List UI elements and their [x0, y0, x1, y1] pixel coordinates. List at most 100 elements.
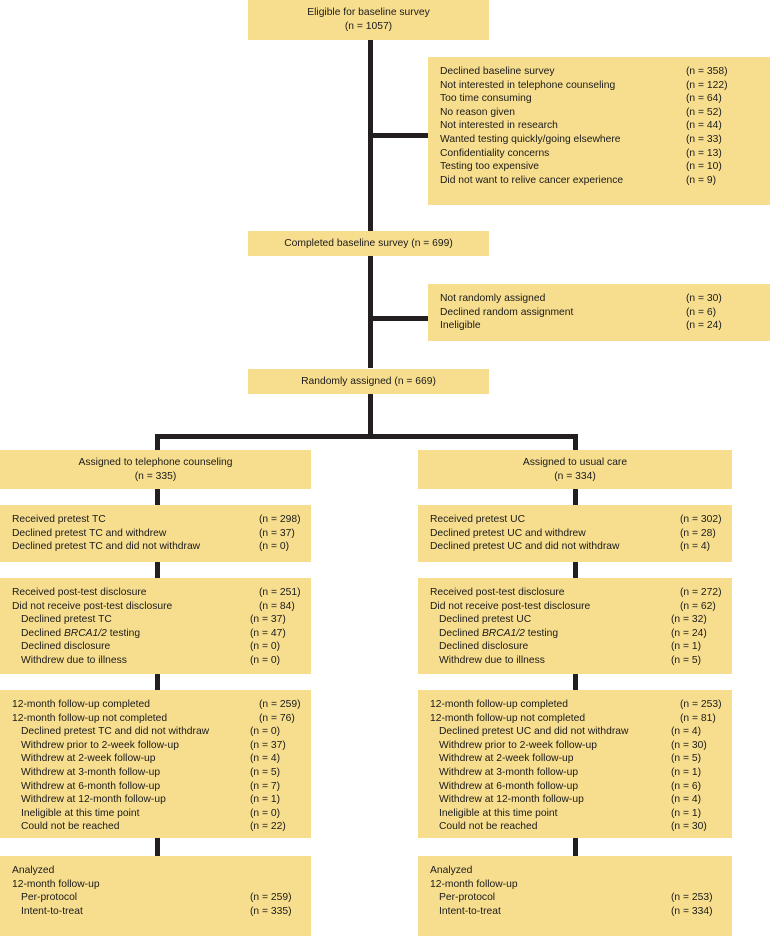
- flow-row-label: Could not be reached: [439, 821, 538, 833]
- flow-row: Did not receive post-test disclosure(n =…: [12, 600, 301, 614]
- flow-row-label: Wanted testing quickly/going elsewhere: [440, 133, 621, 145]
- flow-row-count: (n = 259): [259, 699, 301, 710]
- flow-row-label: Withdrew at 6-month follow-up: [439, 780, 579, 792]
- box-right-assigned-usual-care: Assigned to usual care (n = 334): [418, 450, 732, 489]
- flow-row: Withdrew at 3-month follow-up(n = 1): [430, 766, 722, 780]
- eligible-count: (n = 1057): [344, 21, 393, 32]
- flow-row: Declined pretest UC and withdrew(n = 28): [430, 527, 722, 541]
- flow-row-count: (n = 1): [671, 641, 702, 653]
- flow-row-label: Declined pretest UC and did not withdraw: [430, 541, 620, 553]
- flow-row-count: (n = 33): [686, 133, 722, 145]
- flow-row-label: Not interested in research: [440, 120, 558, 132]
- completed-baseline-label: Completed baseline survey (n = 699): [284, 237, 453, 249]
- flow-row-label: Declined pretest TC and withdrew: [12, 527, 167, 539]
- connector-left-pretest-to-disclosure: [155, 562, 160, 578]
- flow-row-label: 12-month follow-up completed: [430, 699, 568, 710]
- flow-row: Not interested in research(n = 44): [440, 119, 760, 133]
- flow-row-label: Declined pretest TC: [21, 614, 112, 626]
- flow-row-count: (n = 253): [680, 699, 722, 710]
- flow-row-count: (n = 76): [259, 712, 295, 724]
- flow-row-count: (n = 5): [250, 766, 281, 778]
- flow-row-label: Declined disclosure: [439, 641, 529, 653]
- connector-randomized-down: [368, 394, 373, 438]
- flow-row-label: Per-protocol: [439, 892, 496, 904]
- flow-row-label: Withdrew due to illness: [21, 654, 127, 666]
- flow-row: Per-protocol(n = 253): [430, 891, 722, 905]
- flow-row-label: Declined pretest TC and did not withdraw: [21, 726, 210, 738]
- left-header-count: (n = 335): [134, 470, 177, 482]
- flow-row-label: Received post-test disclosure: [12, 587, 147, 598]
- flow-row-count: (n = 64): [686, 93, 722, 105]
- flow-row-count: (n = 334): [671, 905, 713, 917]
- flow-row: Declined BRCA1/2 testing(n = 24): [430, 627, 722, 641]
- flow-row-count: (n = 1): [250, 794, 281, 806]
- flow-row: Withdrew prior to 2-week follow-up(n = 3…: [430, 739, 722, 753]
- box-completed-baseline-survey: Completed baseline survey (n = 699): [248, 231, 489, 256]
- flow-row: Ineligible(n = 24): [440, 319, 760, 333]
- flow-row: 12-month follow-up not completed(n = 81): [430, 712, 722, 726]
- flow-row-label: Declined random assignment: [440, 306, 574, 318]
- flow-row: Withdrew at 6-month follow-up(n = 7): [12, 780, 301, 794]
- flow-row-count: (n = 9): [686, 174, 717, 186]
- flow-row: Declined random assignment(n = 6): [440, 306, 760, 320]
- connector-left-followup-to-analyzed: [155, 838, 160, 856]
- flow-row-count: (n = 0): [259, 541, 290, 553]
- flow-row-label: Confidentiality concerns: [440, 147, 550, 159]
- box-declined-baseline-survey: Declined baseline survey(n = 358)Not int…: [428, 57, 770, 205]
- box-not-randomly-assigned: Not randomly assigned(n = 30)Declined ra…: [428, 284, 770, 341]
- flow-row: Declined baseline survey(n = 358): [440, 65, 760, 79]
- connector-right-disclosure-to-followup: [573, 674, 578, 690]
- flow-row-count: (n = 122): [686, 79, 728, 91]
- flow-row-count: (n = 0): [250, 726, 281, 738]
- flow-row-count: (n = 37): [259, 527, 295, 539]
- flow-row-label: Withdrew prior to 2-week follow-up: [439, 739, 597, 751]
- flow-row-label: Declined pretest UC and withdrew: [430, 527, 586, 539]
- flow-row: Wanted testing quickly/going elsewhere (n…: [440, 133, 760, 147]
- flow-row-label: Did not want to relive cancer experience: [440, 174, 624, 186]
- flow-row: Withdrew at 2-week follow-up(n = 5): [430, 752, 722, 766]
- flow-row-label: Did not receive post-test disclosure: [12, 600, 173, 612]
- flow-row-count: (n = 62): [680, 600, 716, 612]
- flow-row: 12-month follow-up: [12, 878, 301, 892]
- flow-row-label: Withdrew at 2-week follow-up: [21, 753, 156, 765]
- right-header-count: (n = 334): [554, 470, 596, 482]
- flow-row-label: Withdrew at 12-month follow-up: [21, 794, 166, 806]
- flow-row-count: (n = 0): [250, 807, 281, 819]
- flow-row-label: Analyzed: [430, 865, 473, 876]
- flow-row-count: (n = 272): [680, 587, 722, 598]
- connector-stub-declined-baseline: [368, 133, 428, 138]
- flow-row: Declined pretest TC(n = 37): [12, 613, 301, 627]
- flow-row-count: (n = 1): [671, 766, 702, 778]
- flow-row-label: Declined disclosure: [21, 641, 111, 653]
- flow-row: Not interested in telephone counseling (n…: [440, 79, 760, 93]
- flow-row-label: Analyzed: [12, 865, 55, 876]
- flow-row-count: (n = 298): [259, 514, 301, 525]
- flow-row: Declined BRCA1/2 testing(n = 47): [12, 627, 301, 641]
- flow-row: Intent-to-treat(n = 335): [12, 905, 301, 919]
- box-left-post-test-disclosure: Received post-test disclosure (n = 251) Di…: [0, 578, 311, 674]
- flow-row-count: (n = 302): [680, 514, 722, 525]
- flow-row-count: (n = 13): [686, 147, 722, 159]
- flow-row-label: Intent-to-treat: [21, 905, 83, 917]
- flow-row-label: Not interested in telephone counseling: [440, 79, 616, 91]
- flow-row-label: Declined pretest TC and did not withdraw: [12, 541, 201, 553]
- flow-row-count: (n = 4): [250, 753, 281, 765]
- flow-row-count: (n = 22): [250, 821, 286, 833]
- flow-row-count: (n = 259): [250, 892, 292, 904]
- box-left-12-month-follow-up: 12-month follow-up completed(n = 259)12-…: [0, 690, 311, 838]
- flow-row-label: No reason given: [440, 106, 515, 118]
- box-right-12-month-follow-up: 12-month follow-up completed(n = 253)12-…: [418, 690, 732, 838]
- flow-row: Withdrew due to illness(n = 0): [12, 654, 301, 668]
- gene-name: BRCA1/2: [63, 627, 107, 639]
- flow-row-label: Declined baseline survey: [440, 66, 555, 77]
- flow-row: Declined disclosure(n = 0): [12, 640, 301, 654]
- flow-row-count: (n = 5): [671, 753, 702, 765]
- flow-row: 12-month follow-up completed (n = 253): [430, 698, 722, 712]
- flow-row-count: (n = 4): [680, 541, 711, 553]
- flow-row: Declined pretest UC(n = 32): [430, 613, 722, 627]
- flow-row-label: Could not be reached: [21, 821, 120, 833]
- flow-row: Received post-test disclosure(n = 272): [430, 586, 722, 600]
- flow-row-count: (n = 251): [259, 587, 301, 598]
- flow-row-label: Declined BRCA1/2 testing: [21, 627, 141, 639]
